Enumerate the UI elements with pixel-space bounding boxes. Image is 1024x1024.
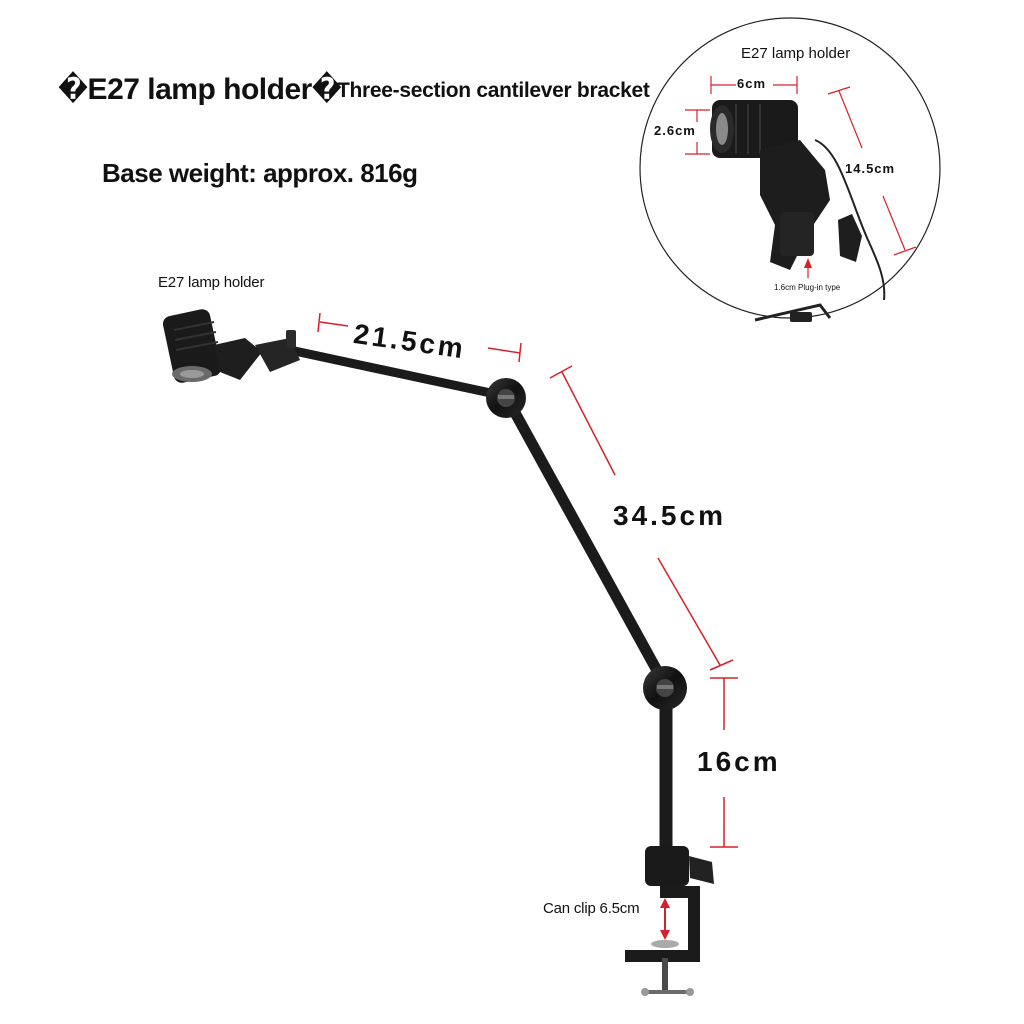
arm-section-2 (502, 394, 671, 691)
dimension-label-section-2: 34.5cm (613, 500, 726, 531)
desk-clamp (625, 846, 714, 996)
dimension-line-3 (710, 677, 738, 848)
lamp-holder-label: E27 lamp holder (158, 274, 265, 291)
inset-width-label: 6cm (737, 76, 767, 91)
dimension-label-section-3: 16cm (697, 746, 781, 777)
dimension-line-2 (549, 365, 734, 671)
joint-knob-upper (486, 378, 526, 418)
lamp-head (162, 309, 300, 383)
inset-diameter-label: 2.6cm (654, 123, 696, 138)
inset-height-label: 14.5cm (845, 161, 896, 176)
inset-plug-label: 1.6cm Plug-in type (774, 283, 841, 292)
dimension-line-1 (317, 312, 522, 363)
arm-section-1 (285, 345, 505, 400)
inset-detail (639, 17, 941, 322)
page-subtitle: Three-section cantilever bracket (337, 79, 650, 102)
can-clip-label: Can clip 6.5cm (543, 900, 640, 917)
joint-knob-lower (643, 666, 687, 710)
page-title: �E27 lamp holder� (58, 73, 342, 106)
inset-title: E27 lamp holder (741, 45, 851, 62)
base-weight-text: Base weight: approx. 816g (102, 158, 418, 188)
